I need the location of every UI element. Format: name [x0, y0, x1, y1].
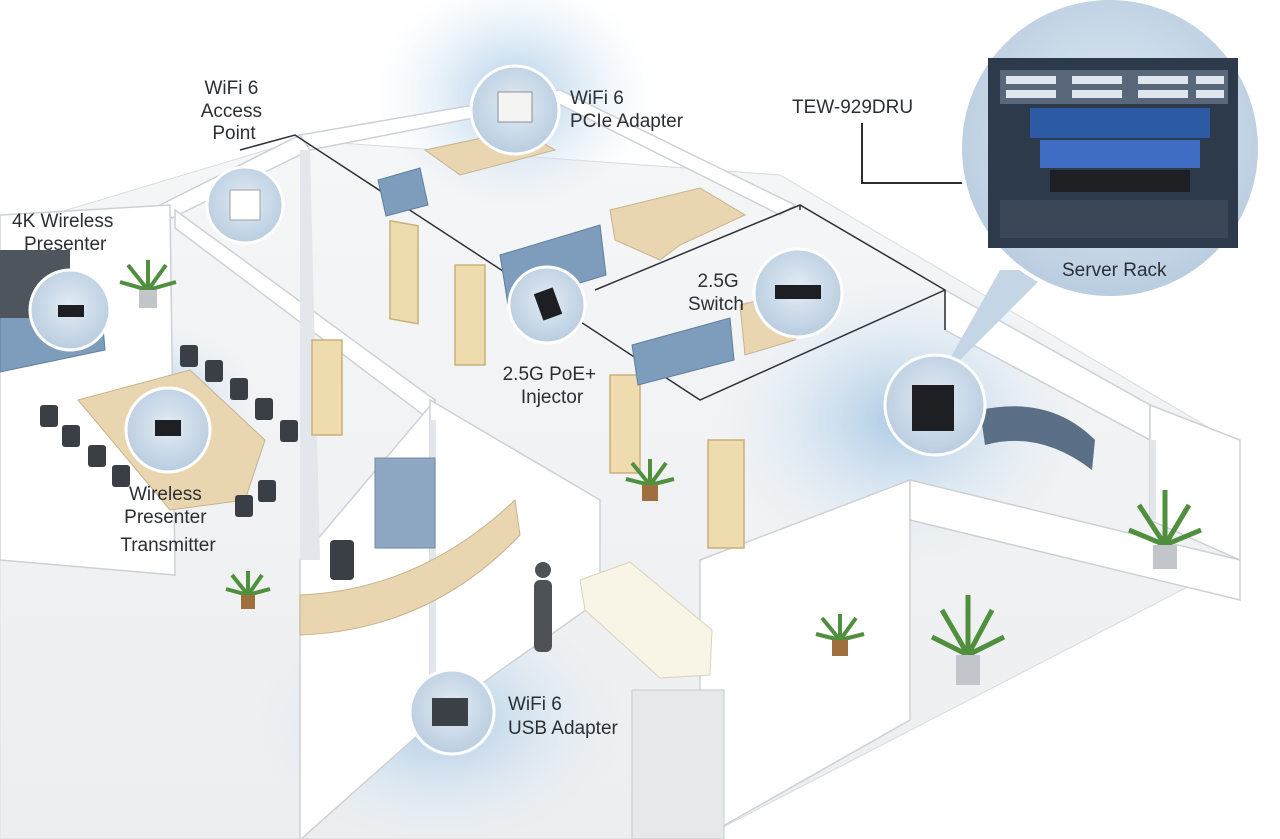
- presenter-4k-icon: [58, 305, 84, 317]
- doors: [311, 219, 745, 549]
- label-server-rack: Server Rack: [1062, 260, 1167, 281]
- access-point-icon: [229, 189, 261, 221]
- person-figure: [534, 562, 552, 652]
- switch-icon: [775, 285, 821, 299]
- presenter-tx-icon: [155, 420, 181, 436]
- labels: WiFi 6 Access Point WiFi 6 PCIe Adapter …: [12, 78, 1167, 739]
- server-rack-image: [988, 58, 1238, 248]
- label-switch: 2.5G Switch: [688, 271, 744, 315]
- conference-chairs: [40, 345, 298, 517]
- label-presenter-4k: 4K Wireless Presenter: [12, 211, 119, 255]
- entrance-door: [631, 689, 725, 839]
- label-usb-adapter: WiFi 6 USB Adapter: [508, 694, 619, 739]
- lobby-couch: [579, 561, 713, 679]
- label-wifi6-pcie: WiFi 6 PCIe Adapter: [570, 88, 684, 132]
- label-poe-injector: 2.5G PoE+ Injector: [503, 364, 602, 408]
- monitor-wall: [980, 406, 1095, 470]
- cabinet: [374, 457, 436, 549]
- usb-adapter-icon: [432, 698, 468, 726]
- label-wifi6-ap: WiFi 6 Access Point: [201, 78, 268, 144]
- room-outlines: [239, 134, 946, 401]
- label-tew: TEW-929DRU: [792, 97, 913, 118]
- server-rack-callout-tail: [935, 270, 1050, 385]
- reception-chair: [330, 540, 354, 580]
- label-presenter-tx: Wireless Presenter Transmitter: [120, 484, 216, 556]
- pcie-device-icon: [497, 91, 533, 123]
- plants: [119, 260, 1202, 685]
- router-icon: [912, 385, 954, 431]
- poe-injector-icon: [533, 287, 563, 321]
- devices: [58, 91, 954, 726]
